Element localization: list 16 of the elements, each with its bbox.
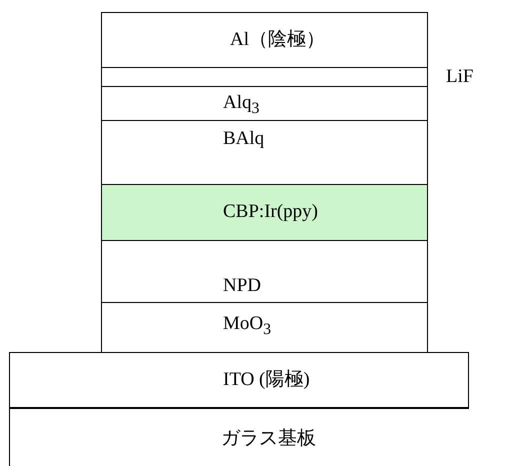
device-layer <box>101 240 428 303</box>
device-layer <box>101 86 428 121</box>
device-layer <box>101 302 428 353</box>
device-layer <box>101 12 428 68</box>
device-layer <box>9 352 469 409</box>
device-layer <box>101 120 428 185</box>
device-layer <box>101 184 428 241</box>
layer-label: ITO (陽極) <box>223 369 310 391</box>
layer-label: LiF <box>446 66 474 88</box>
layer-label: Al（陰極） <box>230 29 325 51</box>
layer-label: MoO$_{3}$ <box>223 313 272 340</box>
layer-label: ガラス基板 <box>221 428 316 450</box>
layer-label: Alq$_{3}$ <box>223 92 260 119</box>
layer-label: NPD <box>223 275 262 297</box>
layer-label: BAlq <box>223 128 264 150</box>
layer-label: CBP:Ir(ppy) <box>223 201 318 223</box>
